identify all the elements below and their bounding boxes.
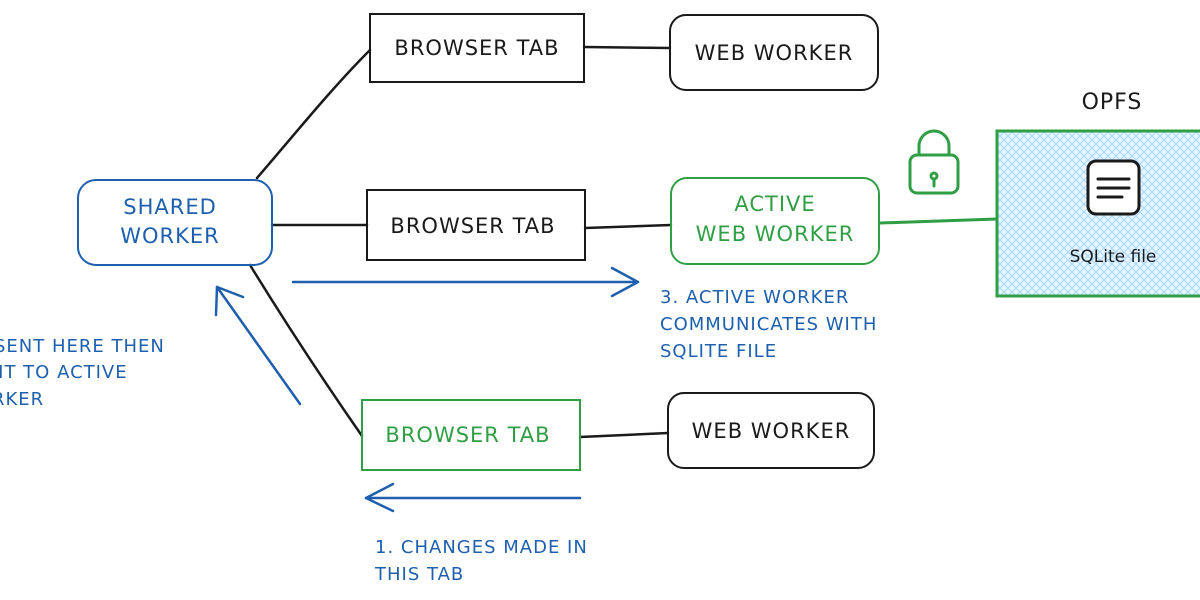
browser-tab-top-label: BROWSER TAB [394, 36, 559, 60]
note-left-line2: NT TO ACTIVE [0, 362, 128, 383]
node-browser-tab-mid: BROWSER TAB [366, 189, 586, 261]
node-web-worker-top: WEB WORKER [669, 14, 879, 91]
connector-shared-to-tab-top [255, 48, 372, 180]
shared-worker-label-line1: SHARED [123, 195, 217, 219]
note-step3-line3: SQLITE FILE [660, 341, 777, 362]
connector-tab-mid-to-active-worker [583, 223, 673, 230]
node-shared-worker: SHARED WORKER [77, 179, 273, 266]
node-browser-tab-bottom: BROWSER TAB [361, 399, 581, 471]
document-icon [1086, 159, 1141, 216]
web-worker-bottom-label: WEB WORKER [692, 419, 851, 443]
lock-icon [908, 129, 960, 195]
arrow-step1-left [364, 482, 582, 513]
note-step3: 3. ACTIVE WORKER COMMUNICATES WITH SQLIT… [660, 287, 877, 362]
note-step1: 1. CHANGES MADE IN THIS TAB [374, 537, 588, 585]
note-step3-line2: COMMUNICATES WITH [660, 314, 877, 335]
connector-shared-to-tab-bottom [248, 263, 364, 438]
note-step3-line1: 3. ACTIVE WORKER [660, 287, 849, 308]
note-left-line3: RKER [0, 389, 44, 410]
active-worker-label-line2: WEB WORKER [696, 222, 855, 246]
arrow-to-shared-worker [214, 285, 302, 406]
flow-arrows [214, 266, 640, 513]
connector-tab-bottom-to-worker-bottom [578, 431, 670, 439]
note-step1-line1: 1. CHANGES MADE IN [375, 537, 588, 558]
note-left-line1: SENT HERE THEN [0, 336, 165, 357]
browser-tab-mid-label: BROWSER TAB [390, 214, 555, 238]
node-browser-tab-top: BROWSER TAB [369, 13, 585, 83]
web-worker-top-label: WEB WORKER [695, 41, 854, 65]
connectors [248, 45, 673, 439]
arrow-step3-right [291, 266, 640, 298]
opfs-container: SQLite file [995, 129, 1200, 298]
opfs-title: OPFS [1082, 90, 1143, 115]
note-step1-line2: THIS TAB [374, 564, 464, 585]
connector-tab-top-to-worker-top [582, 45, 672, 50]
note-left: SENT HERE THEN NT TO ACTIVE RKER [0, 336, 165, 410]
shared-worker-label-line2: WORKER [120, 224, 220, 248]
active-worker-label-line1: ACTIVE [734, 192, 815, 216]
node-web-worker-bottom: WEB WORKER [667, 392, 875, 469]
node-active-web-worker: ACTIVE WEB WORKER [670, 177, 880, 265]
connector-active-worker-to-opfs [879, 217, 998, 225]
sqlite-file-label: SQLite file [1070, 247, 1157, 267]
browser-tab-bottom-label: BROWSER TAB [385, 423, 550, 447]
